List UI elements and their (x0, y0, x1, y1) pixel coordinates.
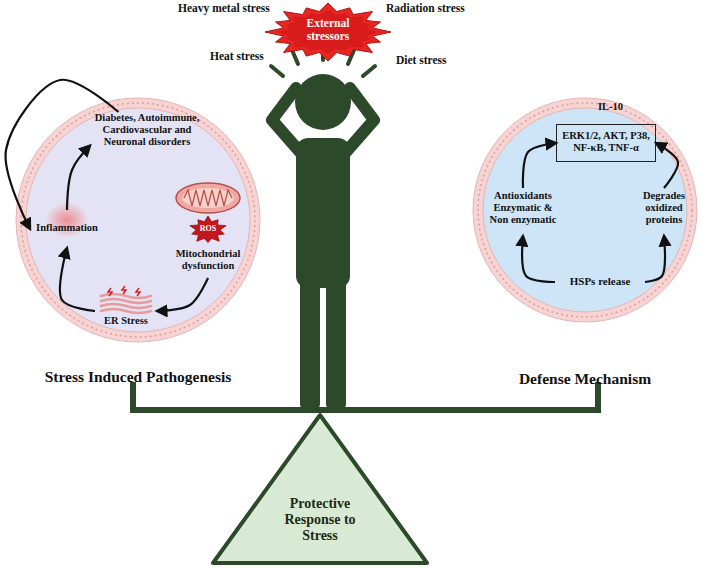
stressor-title: External stressors (288, 17, 368, 43)
starburst-shape (265, 3, 391, 61)
person-leg (326, 270, 346, 408)
stress-bolt (136, 288, 140, 296)
stress-bolt (108, 288, 112, 296)
process-text: Inflammation (30, 222, 104, 234)
starburst-inner (278, 10, 378, 54)
er-membrane (101, 309, 151, 313)
process-box: ERK1/2, AKT, P38, NF-κB, TNF-α (556, 124, 656, 162)
stress-line (271, 66, 283, 76)
stressor-label: Radiation stress (386, 2, 465, 15)
cycle-arrow (6, 80, 119, 229)
process-text: ER Stress (91, 315, 161, 327)
er-membrane (101, 299, 151, 303)
defense-text: Degrades oxidized proteins (634, 190, 694, 226)
panel-ring-dots (21, 103, 255, 337)
mitochondrion-cristae (184, 190, 232, 206)
defense-text: HSPs release (555, 275, 645, 288)
fulcrum-triangle (213, 415, 427, 563)
person-head (295, 74, 351, 130)
er-membrane (101, 304, 151, 308)
panel-heading: Defense Mechanism (460, 370, 702, 388)
cycle-arrow (60, 248, 95, 311)
cycle-arrow (656, 143, 678, 188)
cytokine-label: IL-10 (598, 101, 623, 113)
text-node: Diabetes, Autoimmune, Cardiovascular and… (90, 112, 204, 168)
panel-ring (16, 98, 260, 342)
mitochondrion-outer (176, 183, 240, 213)
text-node: Antioxidants Enzymatic & Non enzymatic (486, 188, 560, 236)
stressor-label: Heavy metal stress (178, 2, 270, 15)
text-node: Degrades oxidized proteins (634, 188, 694, 236)
node-outline (470, 98, 700, 388)
circleR-node: Defense MechanismERK1/2, AKT, P38, NF-κB… (470, 98, 700, 388)
cycle-arrow (645, 236, 665, 282)
stress-line (363, 66, 375, 76)
stress-line (292, 50, 298, 64)
stress-bolt (122, 286, 126, 294)
cycle-arrow (67, 146, 90, 210)
text-node: HSPs release (555, 272, 645, 292)
stressor-label: Heat stress (210, 50, 264, 63)
fulcrum-text: Protective Response to Stress (270, 496, 370, 544)
cycle-arrow (522, 236, 555, 282)
star-node: External stressors (264, 2, 392, 62)
circleL-node: Stress Induced PathogenesisDiabetes, Aut… (16, 98, 260, 388)
er-membrane (101, 294, 151, 298)
person-figure (272, 74, 374, 408)
er-node: ER Stress (95, 292, 157, 330)
person-leg (300, 270, 320, 408)
panel-heading: Stress Induced Pathogenesis (0, 368, 280, 386)
panel-circle (26, 108, 250, 332)
glow-node: Inflammation (30, 210, 104, 248)
panel-ring (473, 98, 697, 322)
tri-node: Protective Response to Stress (210, 412, 430, 566)
defense-text: Antioxidants Enzymatic & Non enzymatic (484, 190, 562, 226)
disease-text: Diabetes, Autoimmune, Cardiovascular and… (90, 112, 204, 148)
mitochondrion-inner (182, 188, 234, 208)
process-text: Mitochondrial dysfunction (166, 248, 250, 272)
person-torso (296, 138, 350, 288)
cycle-arrow (157, 278, 208, 311)
stressor-label: Diet stress (396, 54, 447, 67)
signal-list: ERK1/2, AKT, P38, NF-κB, TNF-α (558, 130, 654, 154)
cycle-arrow (523, 143, 556, 188)
ros-tag: ROS (188, 224, 228, 233)
mito-node: ROS Mitochondrial dysfunction (166, 178, 250, 278)
